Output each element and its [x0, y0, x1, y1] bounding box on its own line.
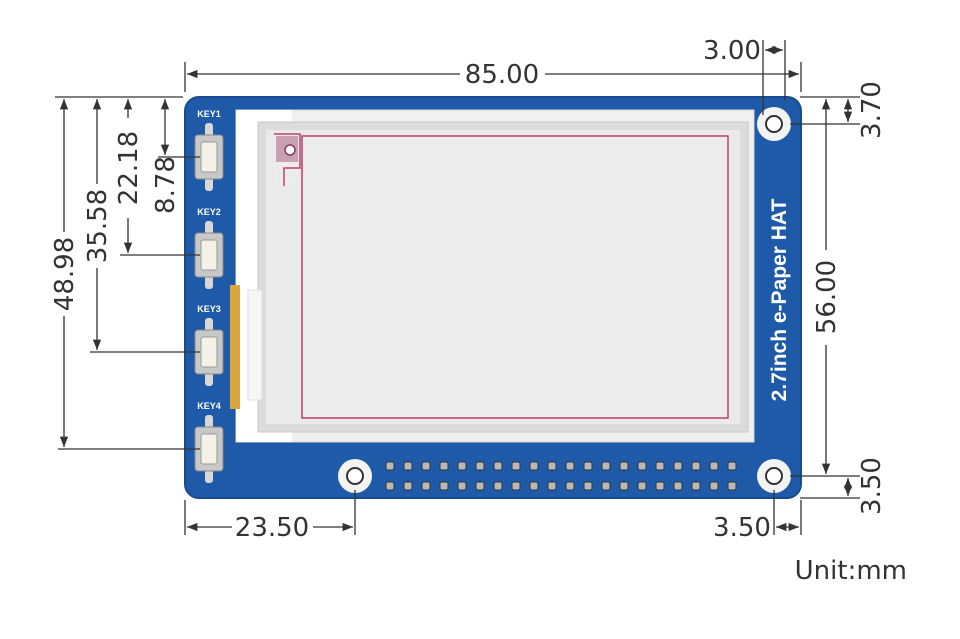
header-pin — [673, 461, 683, 471]
dim-hole-inset-right-top: 3.70 — [857, 81, 887, 139]
header-pin — [475, 481, 485, 491]
epaper-panel — [230, 109, 755, 443]
dim-hole-spacing-vertical: 56.00 — [812, 260, 842, 334]
dim-key2: 22.18 — [114, 131, 144, 205]
header-pin — [421, 461, 431, 471]
gpio-header — [385, 461, 737, 491]
dimension-labels: 85.00 3.00 3.70 56.00 3.50 23.50 3.50 8.… — [50, 36, 887, 543]
key-cap — [200, 433, 218, 465]
mounting-hole-bottom-right — [757, 459, 791, 493]
header-pin — [637, 481, 647, 491]
key-4: KEY4 — [194, 401, 224, 483]
header-pin — [619, 461, 629, 471]
header-pin — [493, 461, 503, 471]
dim-hole-inset-right-bottom: 3.50 — [857, 457, 887, 515]
header-pin — [529, 461, 539, 471]
header-pin — [655, 461, 665, 471]
header-pin — [385, 481, 395, 491]
dim-hole-inset-top: 3.00 — [703, 36, 761, 66]
header-pin — [727, 461, 737, 471]
header-pin — [565, 481, 575, 491]
header-pin — [637, 461, 647, 471]
header-pin — [673, 481, 683, 491]
header-pin — [529, 481, 539, 491]
header-pin — [601, 461, 611, 471]
header-pin — [547, 461, 557, 471]
key-label: KEY4 — [197, 401, 221, 411]
key-3: KEY3 — [194, 304, 224, 386]
key-label: KEY1 — [197, 109, 221, 119]
header-pin — [403, 461, 413, 471]
header-pin — [511, 461, 521, 471]
dim-left-hole-offset: 23.50 — [235, 513, 309, 543]
header-pin — [385, 461, 395, 471]
unit-label: Unit:mm — [795, 556, 907, 586]
header-pin — [691, 481, 701, 491]
key-cap — [200, 336, 218, 368]
header-pin — [457, 481, 467, 491]
header-pin — [583, 461, 593, 471]
header-pin — [457, 461, 467, 471]
key-label: KEY2 — [197, 207, 221, 217]
header-pin — [619, 481, 629, 491]
header-pin — [475, 461, 485, 471]
header-pin — [439, 461, 449, 471]
header-pin — [709, 461, 719, 471]
key-label: KEY3 — [197, 304, 221, 314]
dim-key4: 48.98 — [50, 237, 80, 311]
header-pin — [547, 481, 557, 491]
board-title: 2.7inch e-Paper HAT — [768, 198, 791, 401]
key-cap — [200, 141, 218, 173]
header-pin — [727, 481, 737, 491]
dimension-lines — [55, 40, 860, 535]
dim-key1: 8.78 — [151, 156, 181, 214]
header-pin — [583, 481, 593, 491]
header-pin — [511, 481, 521, 491]
dim-hole-inset-bottom: 3.50 — [713, 513, 771, 543]
header-pin — [421, 481, 431, 491]
header-pin — [601, 481, 611, 491]
key-cap — [200, 239, 218, 271]
mounting-hole-top-right — [757, 107, 791, 141]
dim-key3: 35.58 — [83, 189, 113, 263]
header-pin — [439, 481, 449, 491]
header-pin — [691, 461, 701, 471]
mounting-hole-bottom-left — [338, 459, 372, 493]
dim-width: 85.00 — [465, 60, 539, 90]
header-pin — [709, 481, 719, 491]
header-pin — [403, 481, 413, 491]
key-2: KEY2 — [194, 207, 224, 289]
header-pin — [493, 481, 503, 491]
header-pin — [655, 481, 665, 491]
header-pin — [565, 461, 575, 471]
